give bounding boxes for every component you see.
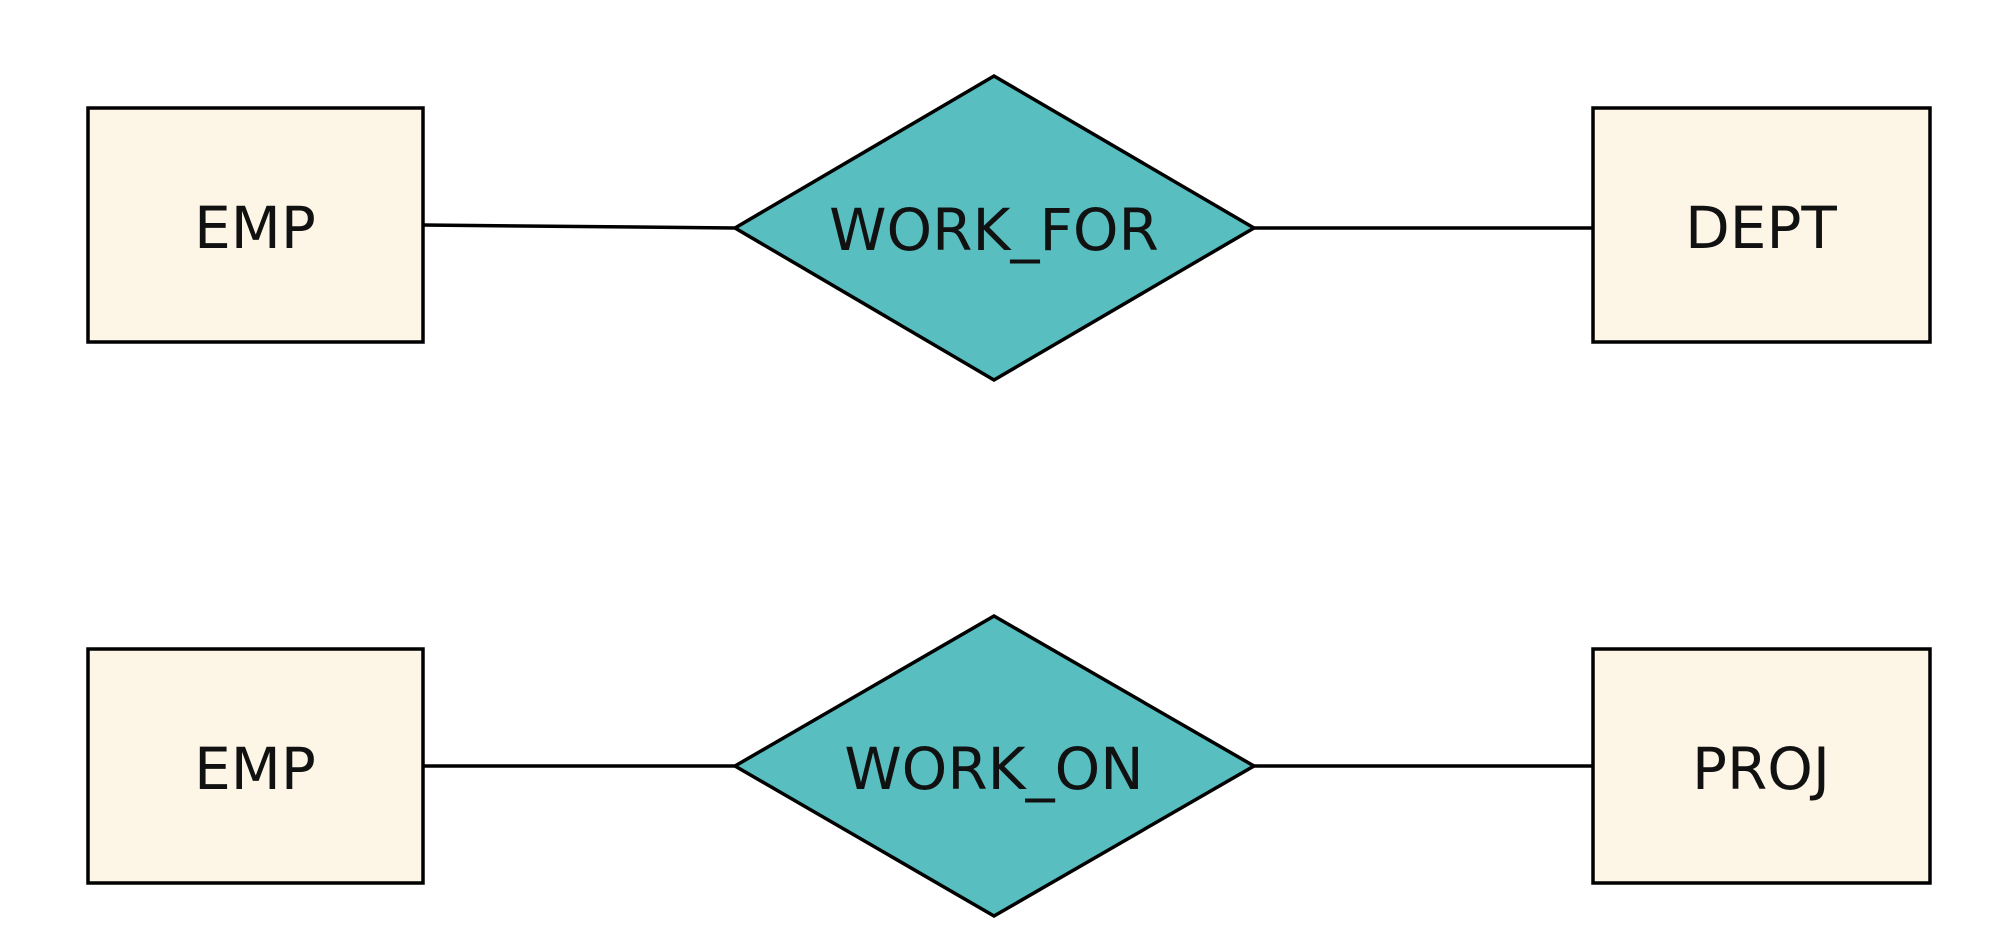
entity-dept-label: DEPT <box>1685 194 1837 262</box>
er-row-work-for: EMP WORK_FOR DEPT <box>86 73 1932 383</box>
relationship-work-on-label: WORK_ON <box>844 735 1143 803</box>
entity-emp-label: EMP <box>194 194 316 262</box>
entity-proj-box[interactable] <box>1591 647 1932 885</box>
entity-emp-box[interactable] <box>86 647 425 885</box>
entity-emp-box[interactable] <box>86 106 425 344</box>
relationship-work-on-diamond[interactable] <box>731 613 1258 919</box>
relationship-work-for-label: WORK_FOR <box>829 196 1159 264</box>
er-row-work-on: EMP WORK_ON PROJ <box>86 613 1932 919</box>
entity-emp-label: EMP <box>194 735 316 803</box>
connector-emp-work-for <box>422 223 736 230</box>
entity-proj-label: PROJ <box>1692 735 1830 803</box>
relationship-work-for-diamond[interactable] <box>731 73 1258 383</box>
entity-dept-box[interactable] <box>1591 106 1932 344</box>
